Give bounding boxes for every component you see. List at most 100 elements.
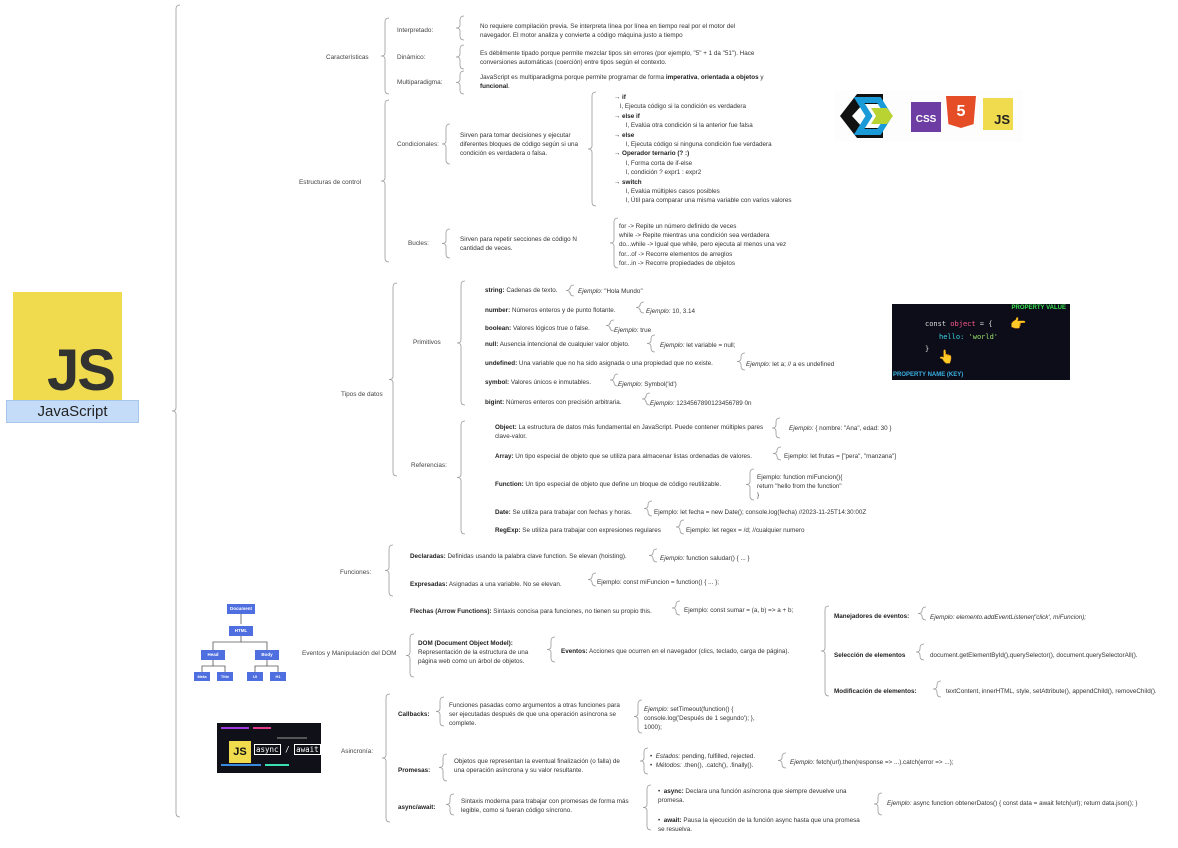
node-promesas: Promesas: — [398, 767, 431, 774]
node-interpretado: Interpretado: — [397, 27, 434, 34]
dom-node-head: Head — [201, 650, 225, 660]
primitivo-example: Ejemplo: 1234567890123456789 0n — [650, 400, 752, 407]
condicional-line: Ɩ, condición ? expr1 : expr2 — [626, 169, 702, 177]
ref-object: Object: La estructura de datos más funda… — [495, 424, 764, 441]
text-promesas: Objetos que representan la eventual fina… — [454, 758, 620, 775]
object-code-image: PROPERTY VALUE const object = { 👉 hello:… — [892, 304, 1070, 380]
fn-flechas: Flechas (Arrow Functions): Sintaxis conc… — [410, 608, 652, 615]
dom-node-h1: H1 — [270, 672, 286, 681]
bracket — [441, 123, 451, 165]
bracket — [445, 793, 455, 816]
await-keyword-item: • await: Pausa la ejecución de la funció… — [658, 817, 860, 834]
primitivo-example: Ejemplo: let a; // a es undefined — [746, 361, 835, 368]
bracket — [456, 420, 466, 535]
primitivo-item: bigint: Números enteros con precisión ar… — [485, 399, 622, 406]
bracket — [633, 699, 643, 734]
bucle-line: for -> Repite un número definido de vece… — [619, 223, 737, 230]
node-multiparadigma: Multiparadigma: — [397, 79, 443, 86]
fn-expresadas-example: Ejemplo: const miFuncion = function() { … — [597, 579, 719, 586]
node-tipos-datos: Tipos de datos — [341, 391, 383, 398]
dom-tree-image: Document HTML Head Body Meta Title Ul H1 — [193, 602, 289, 682]
condicional-line: Ɩ, Ejecuta código si la condición es ver… — [620, 103, 747, 111]
primitivo-example: Ejemplo: Symbol('id') — [618, 381, 677, 388]
banner-text: async / await — [254, 744, 321, 755]
primitivo-item: string: Cadenas de texto. — [485, 287, 558, 294]
bracket — [820, 605, 830, 697]
modificacion-elementos: Modificación de elementos: — [834, 688, 917, 695]
code-line-1: const object = { — [925, 320, 993, 328]
promesas-details: • Estados: pending, fulfilled, rejected.… — [650, 752, 755, 770]
property-value-label: PROPERTY VALUE — [1011, 305, 1066, 311]
text-async-await: Sintaxis moderna para trabajar con prome… — [461, 798, 629, 815]
node-eventos-dom: Eventos y Manipulación del DOM — [302, 650, 397, 657]
bracket — [565, 284, 575, 297]
bucle-line: do...while -> Igual que while, pero ejec… — [619, 241, 787, 249]
bracket — [772, 446, 782, 461]
primitivo-item: number: Números enteros y de punto flota… — [485, 307, 616, 314]
css-badge-icon: CSS — [911, 102, 941, 132]
node-caracteristicas: Características — [326, 54, 369, 61]
code-line-2: hello: 'world' — [939, 333, 999, 341]
modificacion-example: textContent, innerHTML, style, setAttrib… — [946, 688, 1157, 695]
bracket — [384, 544, 394, 597]
bracket — [641, 392, 651, 406]
primitivo-item: symbol: Valores únicos e inmutables. — [485, 379, 591, 386]
eventos-definition: Eventos: Acciones que ocurren en el nave… — [561, 648, 790, 655]
banner-stripe — [277, 737, 307, 739]
seleccion-example: document.getElementById(),querySelector(… — [930, 652, 1138, 659]
node-funciones: Funciones: — [340, 569, 372, 576]
primitivo-item: null: Ausencia intencional de cualquier … — [485, 341, 630, 348]
async-await-example: Ejemplo: async function obtenerDatos() {… — [887, 800, 1138, 807]
bracket — [639, 747, 649, 775]
bracket — [171, 4, 181, 818]
ref-function-example: Ejemplo: function miFuncion(){ return "h… — [757, 474, 843, 500]
bracket — [648, 548, 658, 563]
ref-date: Date: Se utiliza para trabajar con fecha… — [495, 509, 632, 516]
bracket — [646, 334, 656, 353]
bracket — [441, 228, 451, 259]
bracket — [587, 91, 597, 207]
bracket — [873, 792, 883, 816]
ref-regexp-example: Ejemplo: let regex = /d; //cualquier num… — [686, 527, 805, 534]
pointing-up-hand-icon: 👆 — [938, 349, 955, 364]
promesas-metodos: • Métodos: .then(), .catch(), .finally()… — [650, 762, 754, 770]
callbacks-example: Ejemplo: setTimeout(function() { console… — [644, 706, 755, 732]
bracket — [642, 784, 652, 831]
bucle-line: for...in -> Recorre propiedades de objet… — [619, 259, 736, 267]
html5-badge-icon: 5 — [946, 96, 976, 128]
bracket — [917, 606, 927, 621]
async-await-banner: JS async / await — [217, 723, 321, 773]
bracket — [381, 693, 391, 823]
node-condicionales: Condicionales: — [397, 141, 439, 148]
condicional-line: → else — [614, 131, 635, 139]
bracket — [771, 417, 781, 439]
primitivo-example: Ejemplo: let variable = null; — [660, 342, 736, 349]
manejadores-eventos: Manejadores de eventos: — [834, 613, 910, 620]
bracket — [671, 600, 681, 616]
bracket — [915, 643, 925, 661]
primitivo-example: Ejemplo: "Hola Mundo" — [578, 288, 643, 295]
property-name-label: PROPERTY NAME (KEY) — [893, 372, 964, 379]
code-line-3: } — [925, 345, 930, 353]
condicional-line: Ɩ, Forma corta de if-else — [626, 159, 693, 167]
text-bucles: Sirven para repetir secciones de código … — [460, 236, 577, 253]
fn-declaradas-example: Ejemplo: function saludar() { ... } — [660, 555, 750, 562]
dom-node-ul: Ul — [247, 672, 263, 681]
js-square-icon: JS — [229, 741, 251, 763]
node-primitivos: Primitivos — [413, 339, 441, 346]
bucles-list: for -> Repite un número definido de vece… — [619, 222, 786, 268]
promesas-example: Ejemplo: fetch(url).then(response => ...… — [790, 759, 954, 766]
fn-flechas-example: Ejemplo: const sumar = (a, b) => a + b; — [684, 607, 794, 614]
text-multiparadigma: JavaScript es multiparadigma porque perm… — [480, 74, 764, 91]
condicional-line: → Operador ternario (? :) — [614, 150, 690, 158]
bracket — [777, 752, 787, 769]
bracket — [932, 680, 942, 698]
condicional-line: → else if — [614, 112, 640, 120]
bracket — [455, 44, 465, 70]
condicional-line: Ɩ, Evalúa múltiples casos posibles — [626, 188, 720, 196]
dom-tree-lines — [201, 614, 279, 672]
text-interpretado: No requiere compilación previa. Se inter… — [480, 23, 736, 40]
bracket — [380, 17, 390, 95]
bracket — [455, 70, 465, 95]
